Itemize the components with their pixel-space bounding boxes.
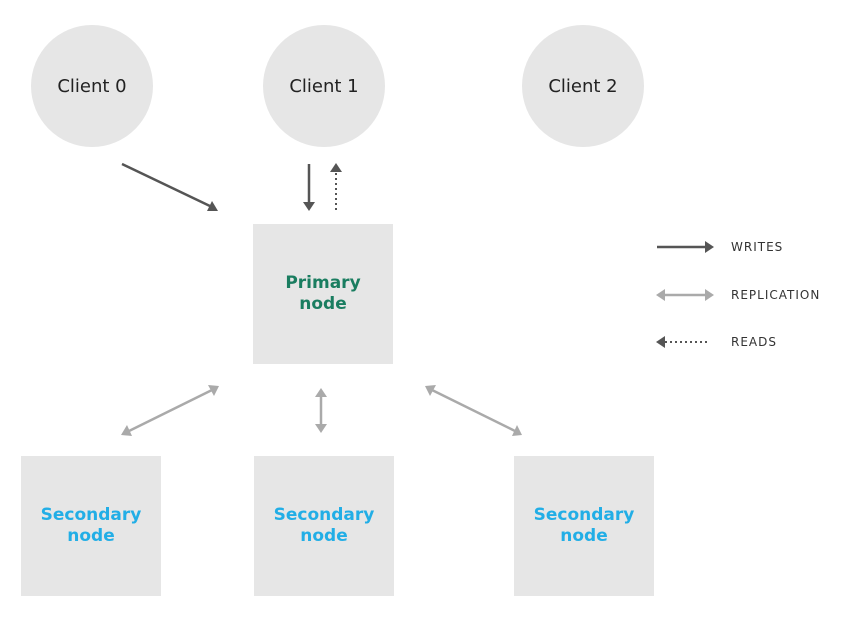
primary-node-label-line1: Primary	[285, 273, 361, 293]
secondary-node-2-label-line1: Secondary	[533, 505, 635, 525]
secondary-node-1-label-line2: node	[300, 526, 348, 546]
secondary-node-0-label-line2: node	[67, 526, 115, 546]
legend-replication-label: REPLICATION	[731, 288, 821, 302]
legend-reads-arrow	[656, 336, 710, 348]
secondary-node-2: Secondary node	[514, 456, 654, 596]
legend-writes-arrow	[657, 241, 714, 253]
write-arrow-client-1	[303, 164, 315, 211]
primary-node: Primary node	[253, 224, 393, 364]
secondary-node-0: Secondary node	[21, 456, 161, 596]
read-arrow-client-1	[330, 163, 342, 210]
client-1: Client 1	[263, 25, 385, 147]
replication-arrow-secondary-0	[121, 385, 219, 436]
legend-writes-label: WRITES	[731, 240, 784, 254]
legend-reads-label: READS	[731, 335, 777, 349]
client-0: Client 0	[31, 25, 153, 147]
write-arrow-client-0	[121, 162, 218, 211]
client-1-label: Client 1	[289, 75, 359, 97]
secondary-node-0-label-line1: Secondary	[40, 505, 142, 525]
client-0-label: Client 0	[57, 75, 127, 97]
secondary-node-2-label-line2: node	[560, 526, 608, 546]
replication-arrow-secondary-1	[315, 388, 327, 433]
primary-node-label-line2: node	[299, 294, 347, 314]
replication-arrow-secondary-2	[425, 385, 522, 436]
secondary-node-1-label-line1: Secondary	[273, 505, 375, 525]
secondary-node-1: Secondary node	[254, 456, 394, 596]
client-2-label: Client 2	[548, 75, 618, 97]
client-2: Client 2	[522, 25, 644, 147]
legend-replication-arrow	[656, 289, 714, 301]
